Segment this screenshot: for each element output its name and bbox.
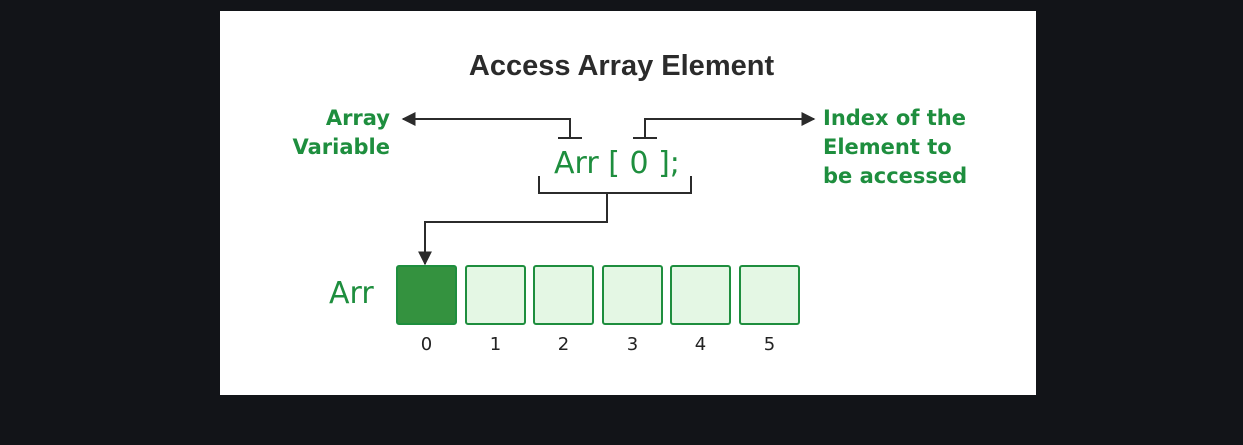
array-variable-label-line: Array: [325, 106, 390, 130]
index-label-line: be accessed: [823, 164, 968, 188]
array-cell: [465, 265, 526, 325]
array-cell: [739, 265, 800, 325]
arrow-to-index-label: [644, 112, 816, 138]
array-variable-label: Array Variable: [293, 104, 390, 162]
array-cell: [533, 265, 594, 325]
diagram-card: [220, 11, 1036, 395]
arrow-to-element: [418, 193, 608, 266]
array-cell: [602, 265, 663, 325]
array-index-label: 3: [626, 334, 639, 355]
diagram-title: Access Array Element: [468, 50, 775, 82]
array-cell: [670, 265, 731, 325]
array-index-label: 1: [489, 334, 502, 355]
array-index-label: 2: [557, 334, 570, 355]
index-label: Index of the Element to be accessed: [823, 104, 967, 191]
access-expression: Arr [ 0 ];: [554, 146, 680, 181]
arrow-to-array-variable: [401, 112, 571, 138]
array-cell-accessed: [396, 265, 457, 325]
index-label-line: Element to: [823, 135, 952, 159]
expression-brace: [538, 176, 692, 194]
array-index-label: 5: [763, 334, 776, 355]
array-index-label: 4: [694, 334, 707, 355]
array-variable-label-line: Variable: [292, 135, 390, 159]
array-name-label: Arr: [329, 276, 374, 311]
array-index-label: 0: [420, 334, 433, 355]
index-label-line: Index of the: [823, 106, 967, 130]
